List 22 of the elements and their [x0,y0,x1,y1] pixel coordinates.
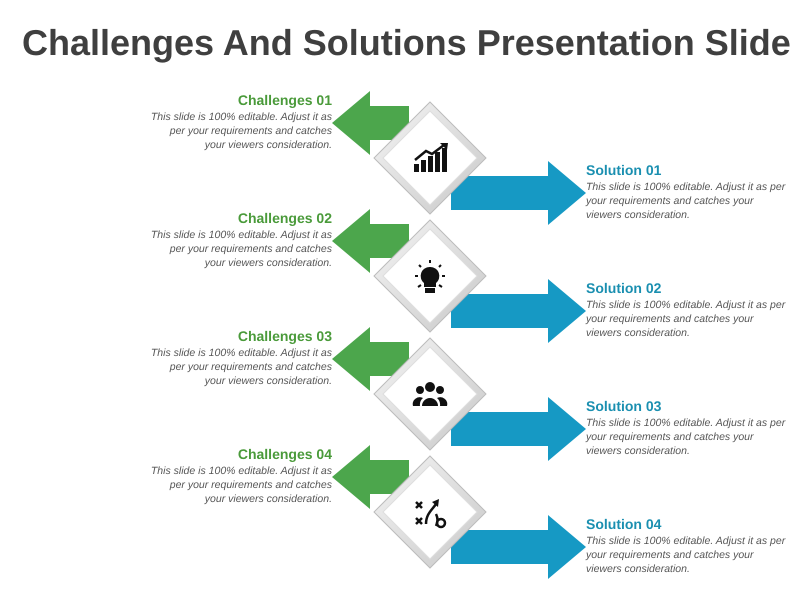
description-text: This slide is 100% editable. Adjust it as per your requirements and catches your viewers consideration. [150,110,332,152]
challenge-heading: Challenges 01 [236,92,332,108]
description-text: This slide is 100% editable. Adjust it as per your requirements and catches your viewers consideration. [586,416,786,458]
challenge-heading: Challenges 04 [236,446,332,462]
arrow [451,515,586,579]
arrow [332,91,409,155]
description-text: This slide is 100% editable. Adjust it as per your requirements and catches your viewers consideration. [586,534,786,576]
solution-heading: Solution 03 [586,398,662,414]
solution-heading: Solution 04 [586,516,662,532]
slide-title: Challenges And Solutions Presentation Slide [22,22,791,64]
description-text: This slide is 100% editable. Adjust it as per your requirements and catches your viewers consideration. [150,346,332,388]
description-text: This slide is 100% editable. Adjust it as per your requirements and catches your viewers consideration. [586,298,786,340]
description-text: This slide is 100% editable. Adjust it as per your requirements and catches your viewers consideration. [150,228,332,270]
arrow [332,327,409,391]
challenge-heading: Challenges 02 [236,210,332,226]
solution-heading: Solution 02 [586,280,662,296]
description-text: This slide is 100% editable. Adjust it as per your requirements and catches your viewers consideration. [586,180,786,222]
solution-heading: Solution 01 [586,162,662,178]
description-text: This slide is 100% editable. Adjust it as per your requirements and catches your viewers consideration. [150,464,332,506]
challenge-heading: Challenges 03 [236,328,332,344]
arrow [332,209,409,273]
arrow [332,445,409,509]
